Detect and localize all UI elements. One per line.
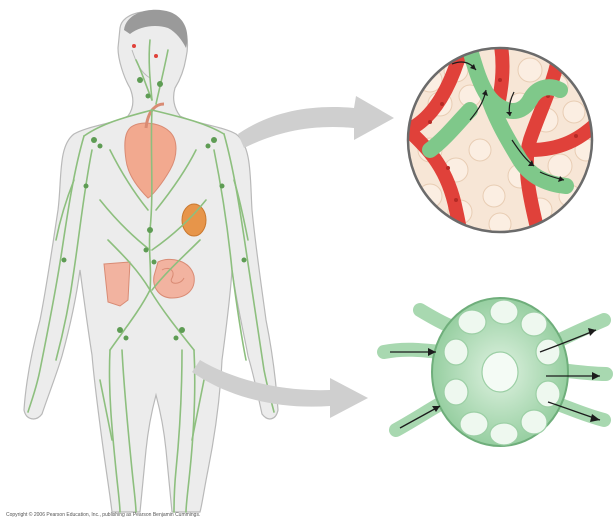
- human-figure: [24, 10, 278, 512]
- lymph-node-inset: [384, 298, 606, 446]
- arrow-to-capillary-inset: [238, 96, 394, 148]
- large-intestine: [104, 262, 130, 306]
- tonsil-mark: [132, 44, 136, 48]
- copyright-notice: Copyright © 2006 Pearson Education, Inc.…: [6, 512, 200, 518]
- spleen: [182, 204, 206, 236]
- capillary-bed-inset: [408, 40, 600, 250]
- tonsil-mark: [154, 54, 158, 58]
